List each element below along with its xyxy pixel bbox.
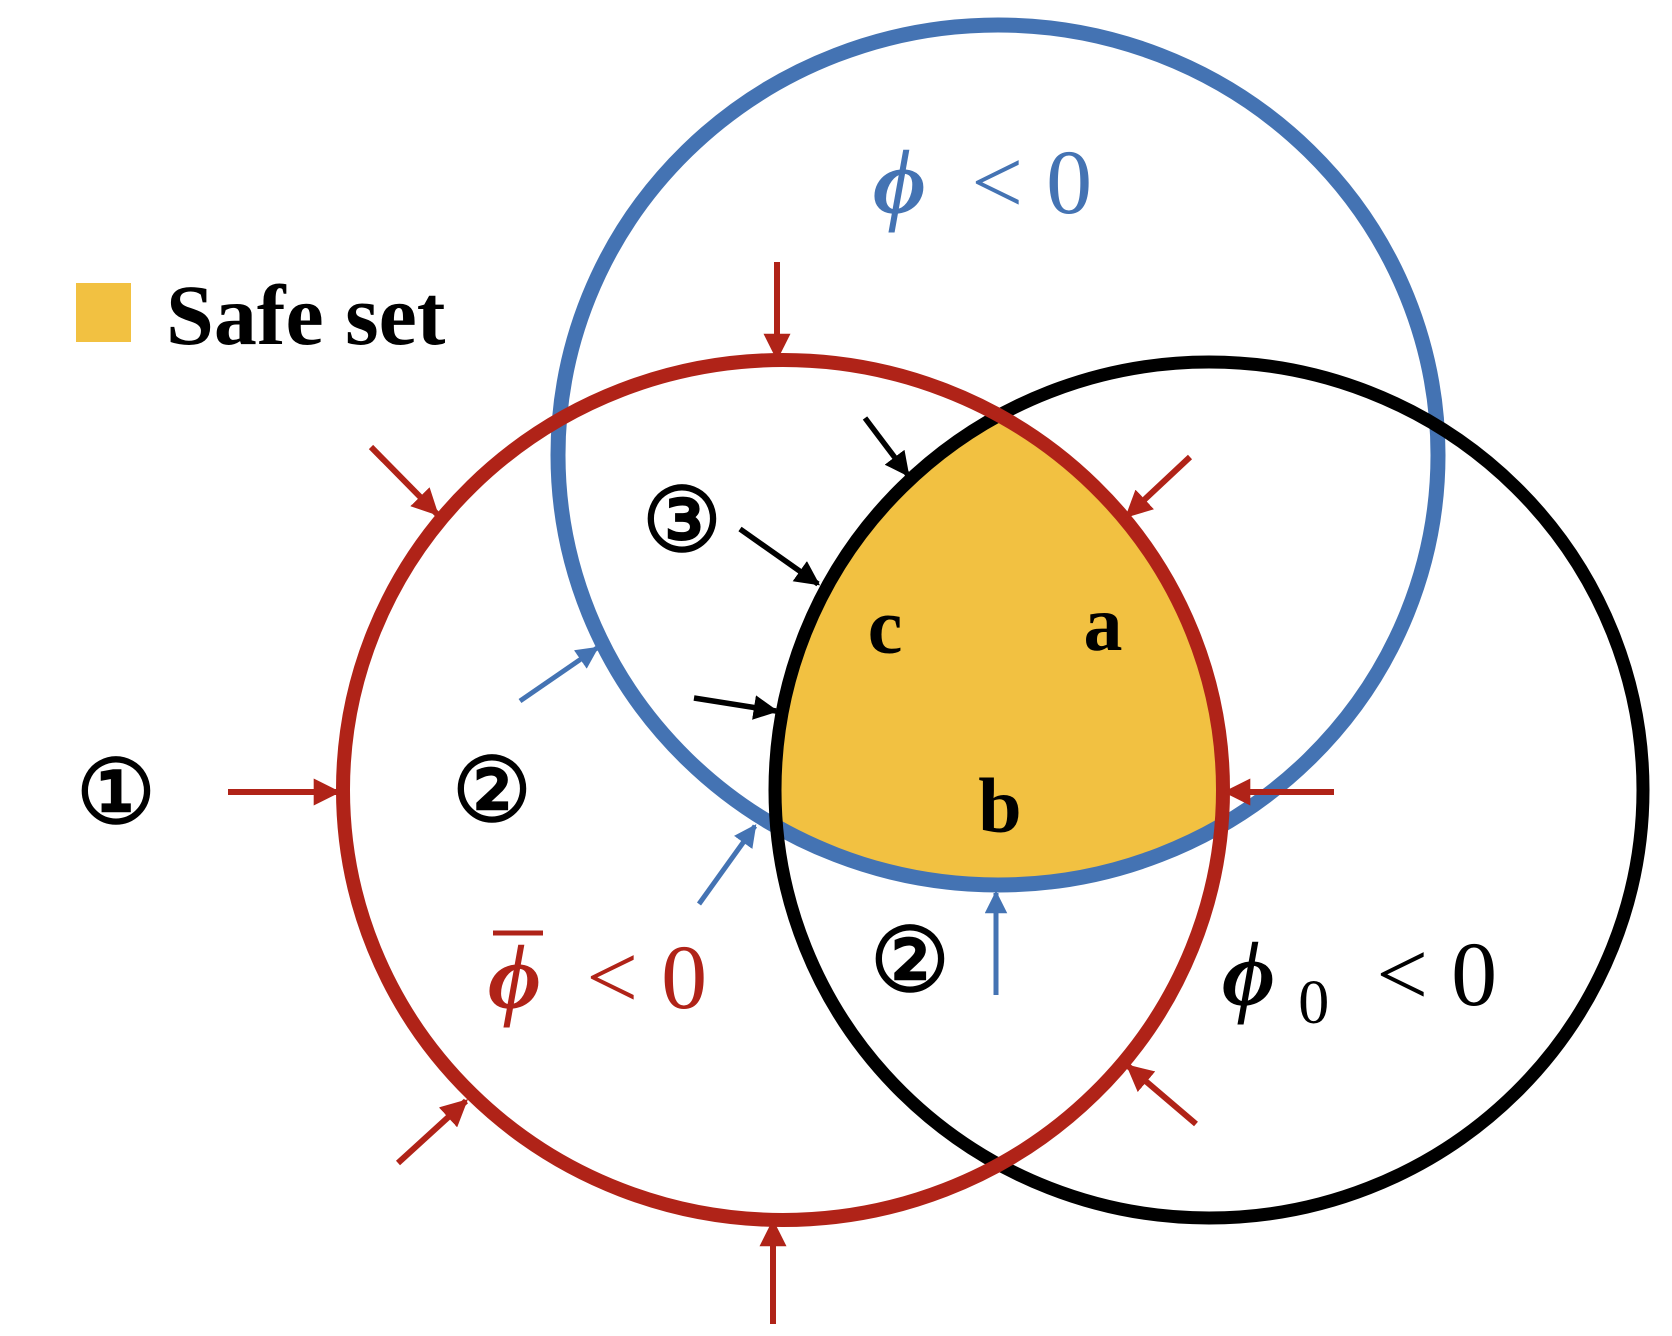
region-2-bottom-label: ② [871, 914, 950, 1011]
point-c-label: c [868, 583, 903, 670]
black-arrow [693, 695, 779, 720]
legend-swatch [76, 283, 131, 342]
phi-symbol: ϕ [873, 131, 926, 233]
region-3-label: ③ [643, 474, 722, 571]
phi-relation: < 0 [971, 131, 1092, 233]
black-arrow [862, 416, 911, 477]
safe-set-region [775, 362, 1223, 885]
phibar-relation: < 0 [586, 926, 707, 1028]
point-b-label: b [978, 762, 1021, 849]
red-arrows [228, 262, 1334, 1324]
red-arrow [1125, 1063, 1198, 1127]
region-2-left-label: ② [453, 744, 532, 841]
blue-arrow [518, 645, 599, 704]
red-arrow [368, 444, 440, 517]
red-arrow [1124, 454, 1193, 519]
black-arrow [738, 526, 821, 587]
point-a-label: a [1084, 580, 1123, 667]
legend-label: Safe set [166, 267, 446, 363]
phi0-symbol: ϕ [1222, 923, 1275, 1025]
phibar-condition-label: ϕ < 0 [488, 926, 707, 1028]
black-arrows [693, 416, 911, 720]
phi0-boundary-black [768, 355, 1650, 1225]
red-arrow [395, 1098, 469, 1166]
phibar-symbol: ϕ [488, 926, 541, 1028]
blue-arrow [696, 824, 758, 906]
phi-boundary-blue [550, 17, 1446, 893]
blue-arrows [518, 645, 1008, 995]
phi0-condition-label: ϕ 0 < 0 [1222, 923, 1497, 1043]
phi-condition-label: ϕ < 0 [873, 131, 1092, 233]
svg-text:ϕ < 0: ϕ < 0 [488, 926, 707, 1028]
phi0-relation: < 0 [1376, 923, 1497, 1025]
phi0-subscript: 0 [1298, 969, 1329, 1037]
region-1-label: ① [77, 746, 156, 843]
